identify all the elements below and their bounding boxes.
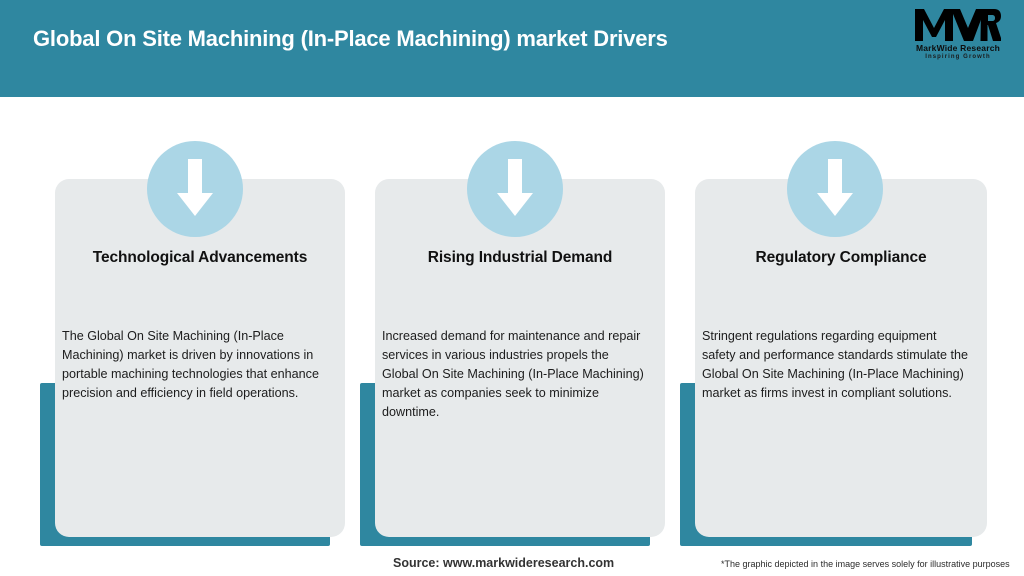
driver-card: Rising Industrial Demand Increased deman…	[360, 141, 665, 546]
driver-card: Technological Advancements The Global On…	[40, 141, 345, 546]
header-bar	[0, 0, 1024, 97]
card-panel	[55, 179, 345, 537]
down-arrow-icon	[147, 141, 243, 237]
card-body-text: Stringent regulations regarding equipmen…	[702, 329, 969, 400]
card-title: Rising Industrial Demand	[427, 249, 613, 266]
card-panel	[695, 179, 987, 537]
source-label: Source: www.markwideresearch.com	[393, 556, 615, 570]
card-panel	[375, 179, 665, 537]
logo-tagline: Inspiring Growth	[925, 54, 991, 60]
logo-company-name: MarkWide Research	[915, 43, 1001, 53]
page-title: Global On Site Machining (In-Place Machi…	[33, 26, 668, 51]
card-title: Technological Advancements	[92, 249, 308, 266]
mwr-monogram-icon	[904, 8, 1012, 42]
down-arrow-icon	[467, 141, 563, 237]
down-arrow-icon	[787, 141, 883, 237]
card-body-text: Increased demand for maintenance and rep…	[382, 329, 644, 419]
driver-card: Regulatory Compliance Stringent regulati…	[680, 141, 987, 546]
card-body-text: The Global On Site Machining (In-Place M…	[62, 329, 319, 400]
card-title: Regulatory Compliance	[755, 249, 927, 266]
disclaimer-note: *The graphic depicted in the image serve…	[721, 559, 1010, 569]
brand-logo: MarkWide Research Inspiring Growth	[904, 8, 1012, 64]
